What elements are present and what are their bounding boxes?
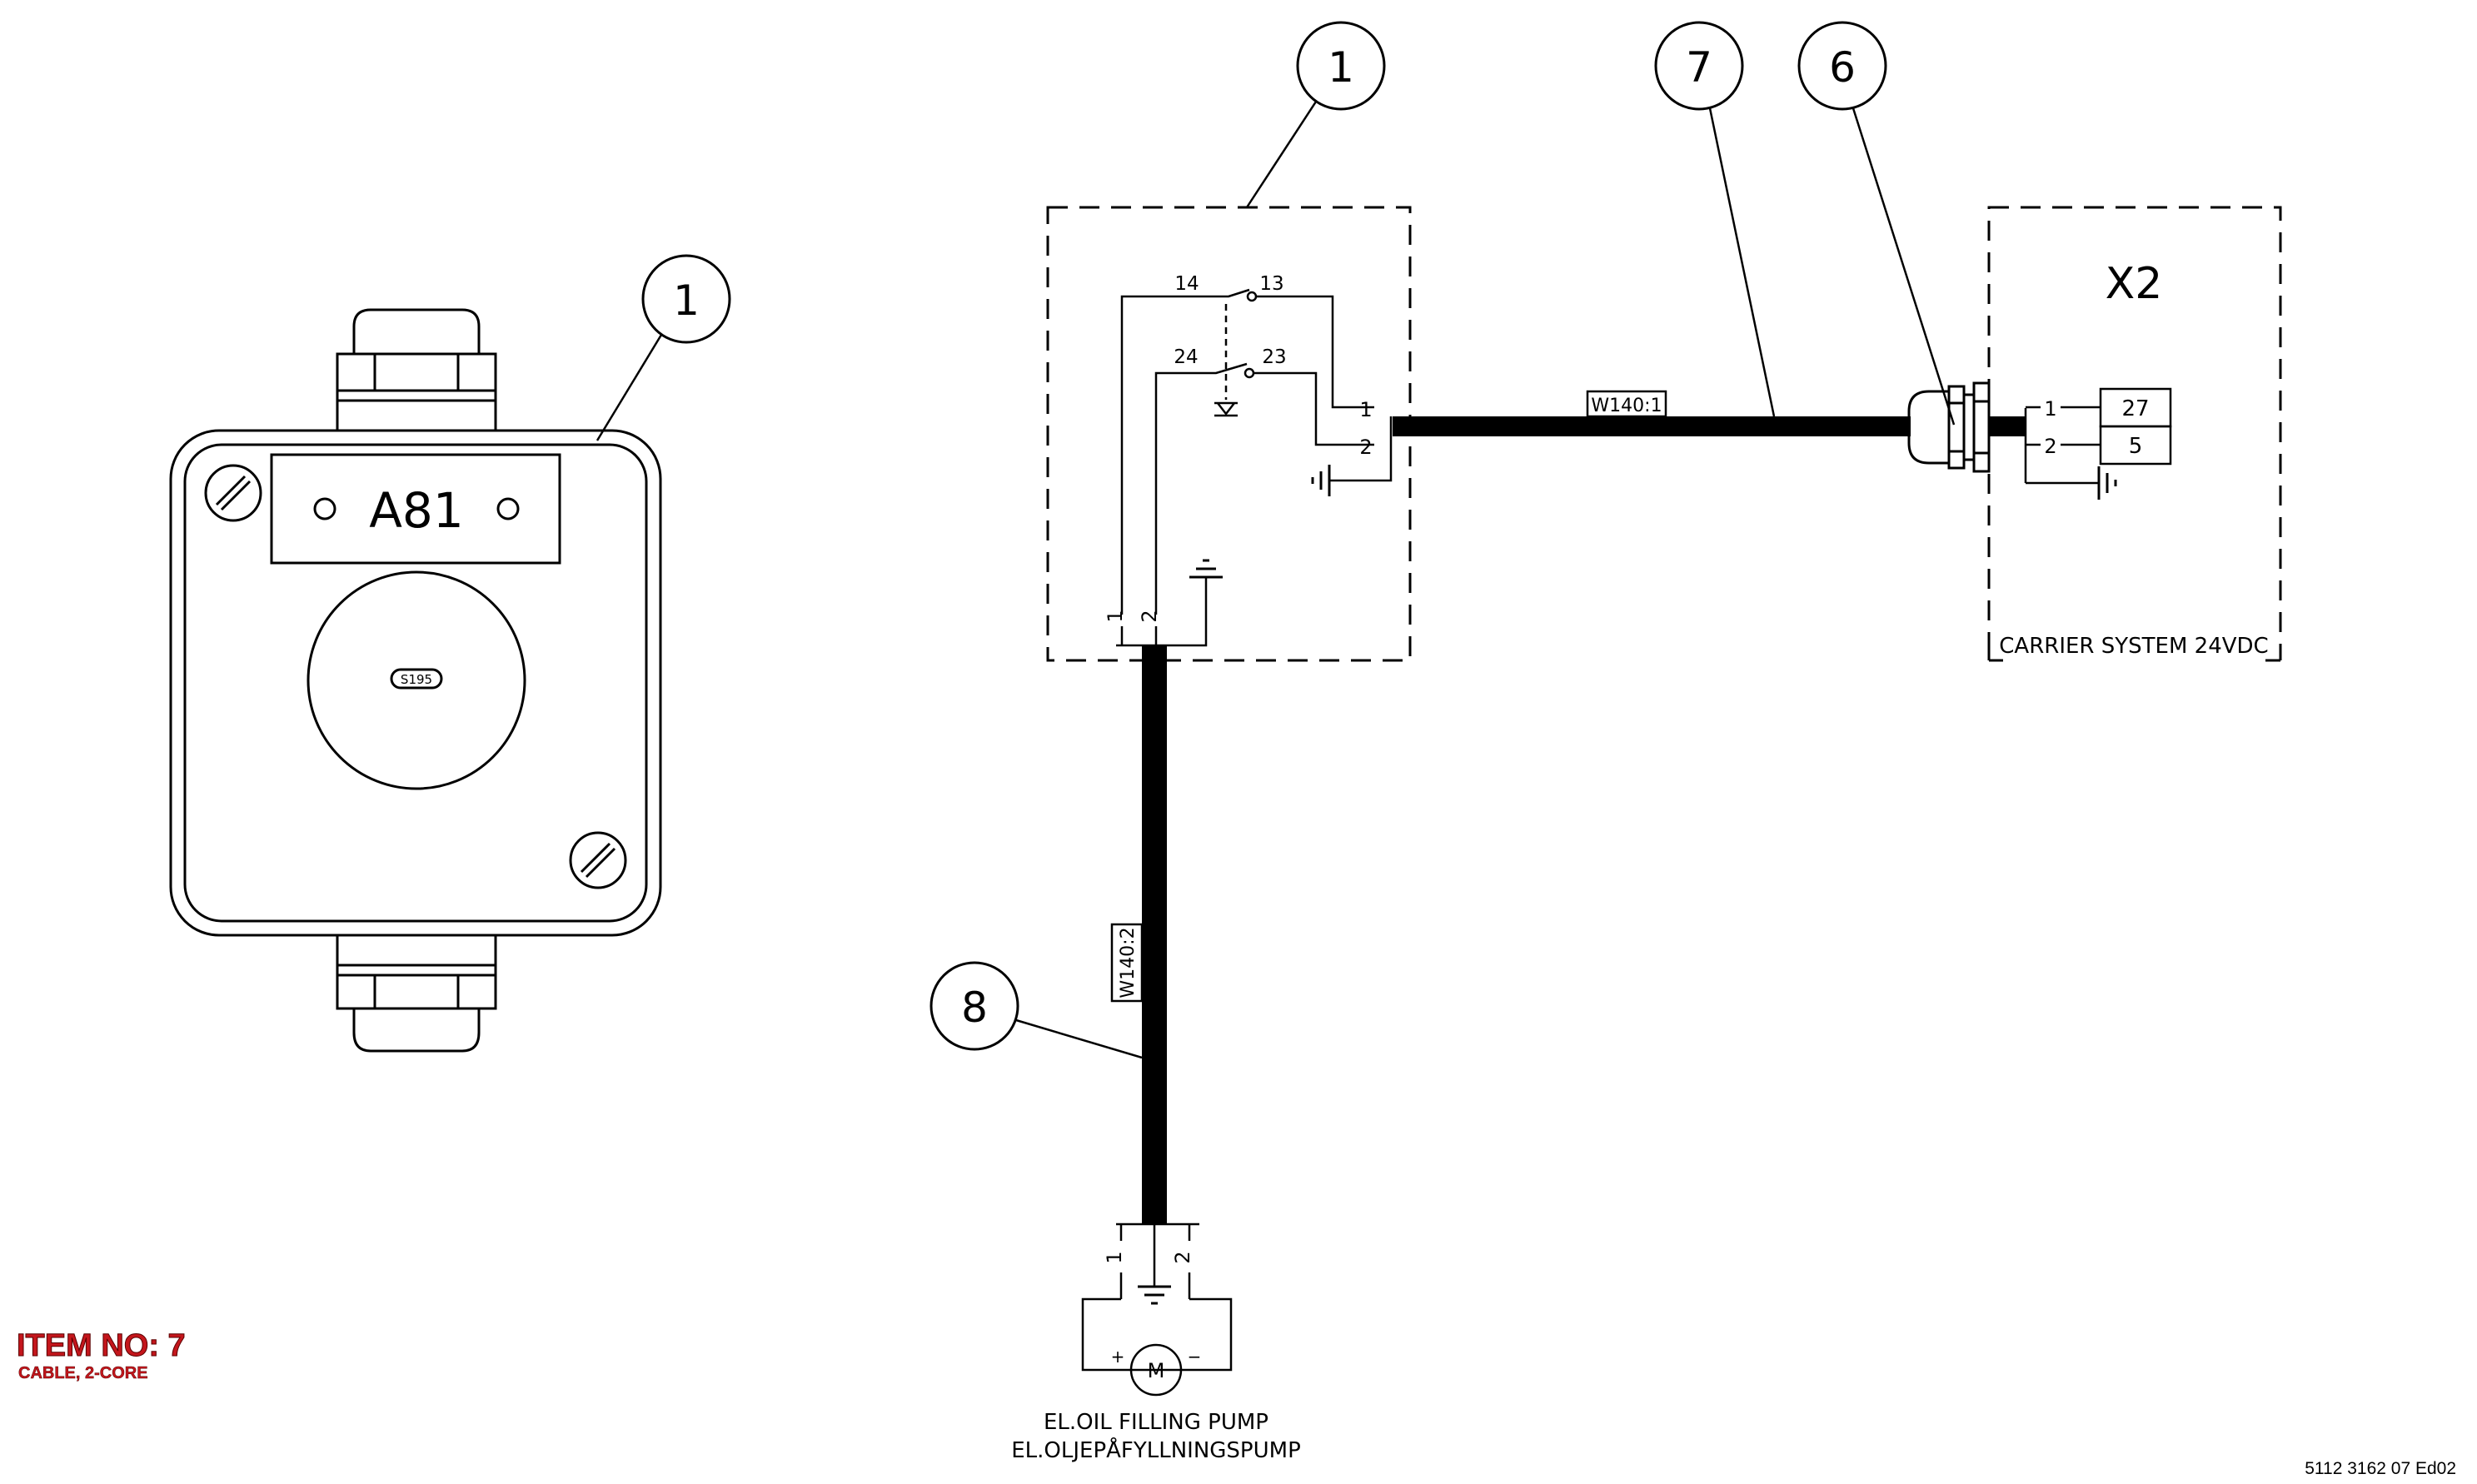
bottom-cable-gland [336, 934, 497, 1053]
screw-top-left-icon [204, 464, 262, 522]
balloon-7: 7 [1654, 21, 1776, 417]
svg-text:1: 1 [1328, 43, 1354, 92]
svg-text:2: 2 [1171, 1251, 1194, 1263]
balloon-6: 6 [1797, 21, 1956, 426]
pump-motor: 1 2 M + − EL.OIL FILLING PUMP EL.OLJEPÅF… [1011, 1223, 1301, 1463]
ground-symbol-icon [1138, 1285, 1171, 1305]
svg-text:−: − [1188, 1347, 1202, 1367]
svg-text:2: 2 [1138, 610, 1161, 622]
svg-text:1: 1 [673, 276, 700, 325]
cable-w140-1: W140:1 [1393, 390, 1911, 436]
svg-text:23: 23 [1262, 346, 1286, 368]
x2-title: X2 [2106, 259, 2163, 309]
balloon-1-left: 1 [596, 254, 731, 441]
pump-caption-sv: EL.OLJEPÅFYLLNINGSPUMP [1011, 1437, 1301, 1463]
ground-symbol-icon [1189, 559, 1223, 579]
svg-text:8: 8 [961, 984, 988, 1032]
balloon-8: 8 [929, 961, 1143, 1059]
cable-gland-icon [1907, 381, 2026, 473]
item-number-title: ITEM NO: 7 [17, 1328, 187, 1364]
cable-label-w2: W140:2 [1118, 927, 1139, 998]
motor-icon [1129, 1343, 1183, 1397]
document-number: 5112 3162 07 Ed02 [2305, 1459, 2456, 1478]
x2-cell-1: 27 [2121, 396, 2149, 421]
svg-text:7: 7 [1686, 43, 1712, 92]
actuator-symbol-icon [1214, 401, 1238, 417]
top-cable-gland [336, 308, 497, 432]
pump-caption-en: EL.OIL FILLING PUMP [1044, 1410, 1268, 1435]
svg-text:+: + [1111, 1347, 1125, 1367]
x2-cell-2: 5 [2129, 434, 2143, 459]
x2-caption: CARRIER SYSTEM 24VDC [1999, 634, 2268, 659]
svg-text:1: 1 [1359, 398, 1372, 421]
svg-text:6: 6 [1829, 43, 1856, 92]
enclosure-outer [169, 429, 662, 937]
item-description: CABLE, 2-CORE [18, 1364, 148, 1383]
screw-bottom-right-icon [569, 831, 627, 889]
connector-x2-box: X2 1 2 27 5 CARRIER SYSTEM 24VDC [1976, 206, 2300, 670]
enclosure-inner [183, 443, 648, 923]
svg-text:2: 2 [2044, 435, 2056, 458]
svg-text:M: M [1148, 1359, 1165, 1382]
switch-enclosure: A81 S195 [169, 308, 662, 1053]
balloon-1-right: 1 [1245, 21, 1386, 208]
plate-label: A81 [369, 482, 463, 539]
label-plate [270, 453, 561, 565]
switch-box: 14 13 24 23 1 2 1 2 [1046, 206, 1412, 662]
svg-text:1: 1 [2044, 397, 2056, 421]
svg-text:1: 1 [1103, 1251, 1126, 1263]
svg-text:13: 13 [1259, 273, 1283, 295]
cable-label-w1: W140:1 [1591, 396, 1662, 416]
svg-text:24: 24 [1174, 346, 1198, 368]
ground-symbol-icon [1311, 465, 1331, 496]
push-button-icon [307, 570, 526, 790]
svg-text:14: 14 [1174, 273, 1199, 295]
button-tag: S195 [401, 672, 432, 687]
svg-text:2: 2 [1359, 436, 1372, 459]
svg-text:1: 1 [1104, 610, 1127, 622]
switch-box-boundary [1046, 206, 1412, 662]
ground-symbol-icon [2097, 466, 2117, 500]
cable-w140-2: W140:2 [1110, 645, 1167, 1224]
